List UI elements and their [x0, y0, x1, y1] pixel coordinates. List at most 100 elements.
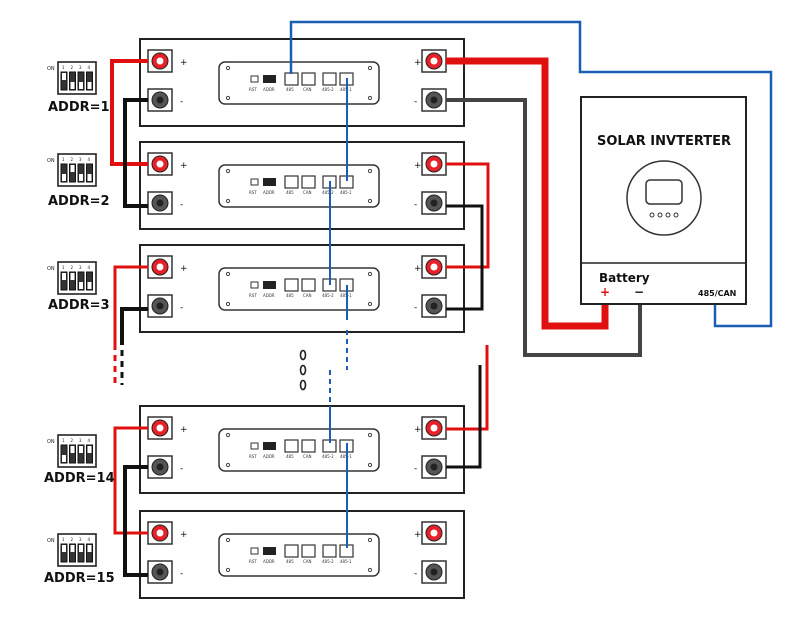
terminal-bolt: [156, 463, 164, 471]
dip-number: 3: [79, 438, 82, 443]
inverter-battery-label: Battery: [599, 271, 650, 285]
dip-lever: [87, 174, 92, 181]
dip-number: 4: [88, 157, 91, 162]
terminal-bolt: [156, 424, 164, 432]
panel-screw: [225, 168, 231, 174]
dip-slot: [69, 163, 76, 183]
dip-lever: [79, 545, 83, 552]
comm-port: [284, 439, 299, 453]
dip-slot: [60, 543, 68, 563]
dip-slot: [60, 71, 68, 91]
dip-number: 4: [88, 537, 91, 542]
dip-slot: [60, 163, 68, 183]
dip-slot: [77, 163, 85, 183]
dip-slot: [60, 271, 68, 291]
terminal-bolt: [156, 568, 164, 576]
panel-screw: [367, 537, 373, 543]
panel-screw: [367, 168, 373, 174]
panel-label: 485-2: [322, 87, 334, 92]
dip-lever: [62, 73, 66, 80]
positive-sign-left: +: [180, 161, 188, 171]
control-panel: [218, 164, 380, 208]
inverter-button-2: [657, 212, 663, 218]
address-label: ADDR=2: [48, 194, 110, 209]
dip-on-label: ON: [47, 266, 55, 272]
negative-sign-right: -: [414, 464, 417, 474]
panel-screw: [225, 65, 231, 71]
reset-button: [250, 75, 259, 83]
control-panel: [218, 267, 380, 311]
comm-port: [284, 278, 299, 292]
comm-port: [284, 175, 299, 189]
dip-number: 1: [62, 65, 65, 70]
dip-lever: [87, 282, 92, 289]
terminal-bolt: [156, 263, 164, 271]
dip-lever: [87, 545, 92, 552]
comm-port: [284, 72, 299, 86]
dip-lever: [87, 446, 92, 453]
negative-cable-2-3-right: [446, 204, 484, 311]
address-switch: [263, 281, 276, 289]
negative-sign-right: -: [414, 200, 417, 210]
reset-button: [250, 442, 259, 450]
panel-label: ADDR: [263, 454, 275, 459]
inverter-plus-sign: +: [600, 285, 610, 299]
dip-slot: [60, 444, 68, 464]
continuation-dot: [299, 364, 307, 376]
terminal-bolt: [430, 529, 438, 537]
comm-cable-to-inverter: [289, 20, 773, 328]
inverter-button-4: [673, 212, 679, 218]
comm-port: [301, 278, 316, 292]
dip-lever: [62, 455, 66, 462]
dip-lever: [79, 82, 83, 89]
dip-number: 4: [88, 438, 91, 443]
address-switch: [263, 547, 276, 555]
dip-slot: [77, 543, 85, 563]
terminal-bolt: [430, 302, 438, 310]
negative-cable-14-15: [123, 465, 148, 577]
positive-sign-left: +: [180, 264, 188, 274]
dip-on-label: ON: [47, 158, 55, 164]
terminal-bolt: [156, 302, 164, 310]
panel-screw: [367, 567, 373, 573]
panel-screw: [367, 95, 373, 101]
positive-cable-2-3-right: [446, 162, 490, 269]
panel-screw: [367, 432, 373, 438]
terminal-bolt: [156, 529, 164, 537]
panel-label: RST: [249, 190, 257, 195]
dip-slot: [77, 271, 85, 291]
comm-port: [322, 544, 337, 558]
panel-screw: [225, 271, 231, 277]
panel-screw: [367, 301, 373, 307]
control-panel: [218, 428, 380, 472]
dip-lever: [70, 446, 75, 453]
comm-port: [301, 439, 316, 453]
negative-main-to-inverter: [446, 98, 642, 357]
negative-sign-left: -: [180, 464, 183, 474]
negative-sign-right: -: [414, 97, 417, 107]
address-label: ADDR=14: [44, 471, 115, 486]
inverter-title: SOLAR INVTERTER: [597, 134, 731, 149]
dip-on-label: ON: [47, 66, 55, 72]
panel-label: RST: [249, 559, 257, 564]
panel-label: ADDR: [263, 190, 275, 195]
panel-label: ADDR: [263, 559, 275, 564]
inverter-screen: [645, 179, 683, 205]
panel-label: ADDR: [263, 87, 275, 92]
panel-screw: [225, 198, 231, 204]
panel-screw: [225, 432, 231, 438]
inverter-comm-port-label: 485/CAN: [698, 289, 736, 298]
terminal-bolt: [156, 199, 164, 207]
control-panel: [218, 533, 380, 577]
panel-screw: [225, 95, 231, 101]
negative-sign-left: -: [180, 200, 183, 210]
positive-sign-right: +: [414, 425, 422, 435]
terminal-bolt: [430, 96, 438, 104]
